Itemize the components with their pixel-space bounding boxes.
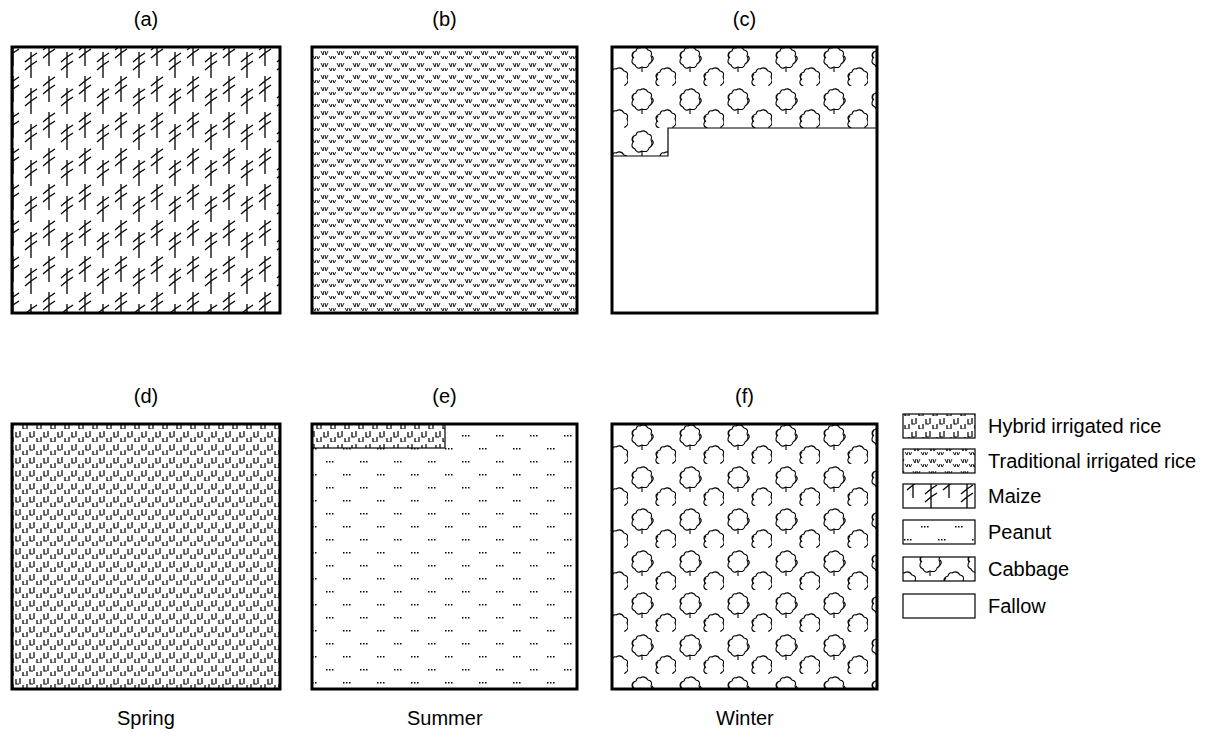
season-label: Winter — [716, 706, 774, 730]
crop-panel: (f) — [612, 424, 877, 689]
panel-label: (d) — [12, 384, 280, 408]
panel-label: (c) — [612, 7, 877, 31]
season-label: Summer — [407, 706, 483, 730]
crop-panel: (a) — [12, 47, 280, 313]
legend-label: Hybrid irrigated rice — [988, 414, 1161, 438]
panel-label: (a) — [12, 7, 280, 31]
legend-label: Cabbage — [988, 557, 1069, 581]
legend-swatches — [903, 414, 975, 618]
crop-panel: (e) — [312, 424, 577, 689]
crop-panel: (d) — [12, 424, 280, 689]
panel-label: (f) — [612, 384, 877, 408]
legend-label: Traditional irrigated rice — [988, 449, 1196, 473]
legend-label: Peanut — [988, 520, 1051, 544]
legend-label: Fallow — [988, 594, 1046, 618]
season-label: Spring — [117, 706, 175, 730]
legend-label: Maize — [988, 484, 1041, 508]
panel-label: (e) — [312, 384, 577, 408]
crop-panel: (b) — [312, 47, 577, 313]
panel-label: (b) — [312, 7, 577, 31]
crop-panel: (c) — [612, 47, 877, 313]
